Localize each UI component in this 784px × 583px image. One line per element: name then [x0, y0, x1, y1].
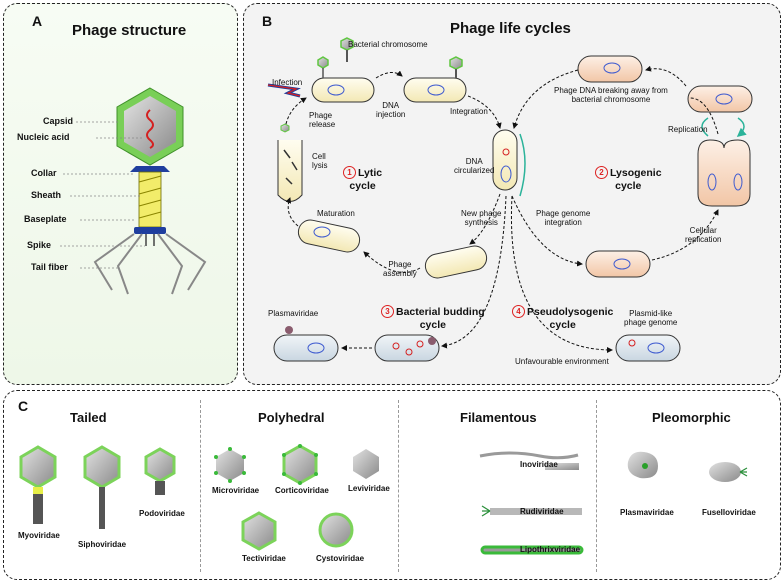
step-plasmaviridae: Plasmaviridae — [268, 309, 319, 318]
label-nucleic-acid: Nucleic acid — [17, 132, 70, 142]
family-fuselloviridae: Fuselloviridae — [702, 508, 756, 517]
step-bacterial-chromosome: Bacterial chromosome — [348, 40, 428, 49]
step-new-phage-synthesis: New phage synthesis — [461, 209, 502, 228]
family-myoviridae: Myoviridae — [18, 531, 60, 540]
step-phage-dna-breaking: Phage DNA breaking away from bacterial c… — [554, 86, 668, 105]
life-cycle-arrows — [285, 65, 719, 353]
group-title-polyhedral: Polyhedral — [258, 410, 325, 425]
tailed-virions — [19, 445, 176, 529]
family-lipothrixviridae: Lipothrixviridae — [520, 545, 581, 554]
step-phage-genome-integration: Phage genome integration — [536, 209, 591, 228]
lytic-cycle-cells — [277, 77, 518, 279]
family-rudiviridae: Rudiviridae — [520, 507, 564, 516]
panel-a-title: Phage structure — [72, 22, 187, 39]
panel-a — [3, 3, 238, 385]
family-podoviridae: Podoviridae — [139, 509, 185, 518]
group-title-tailed: Tailed — [70, 410, 107, 425]
label-capsid: Capsid — [43, 116, 74, 126]
lysogenic-cycle-cells — [577, 55, 753, 278]
family-cystoviridae: Cystoviridae — [316, 554, 365, 563]
family-inoviridae: Inoviridae — [520, 460, 558, 469]
label-baseplate: Baseplate — [24, 214, 67, 224]
panel-a-label: A — [32, 13, 43, 29]
lytic-cycle-phages — [267, 37, 463, 185]
phage-structure-illustration — [93, 87, 207, 295]
lytic-number: 1 — [343, 166, 356, 179]
pleomorphic-virions — [627, 451, 748, 482]
filamentous-virions — [479, 451, 584, 555]
family-tectiviridae: Tectiviridae — [242, 554, 286, 563]
step-cellular-replication: Cellular replication — [685, 226, 722, 245]
step-dna-circularized: DNA circularized — [454, 157, 495, 176]
panel-b-title: Phage life cycles — [450, 20, 571, 37]
label-collar: Collar — [31, 168, 57, 178]
step-maturation: Maturation — [317, 209, 355, 218]
step-phage-assembly: Phage assembly — [383, 260, 417, 279]
group-divider — [200, 400, 201, 572]
step-infection: Infection — [272, 78, 303, 87]
pseudolysogenic-number: 4 — [512, 305, 525, 318]
budding-cycle-cells — [273, 326, 681, 362]
family-leviviridae: Leviviridae — [348, 484, 390, 493]
group-divider — [596, 400, 597, 572]
step-dna-injection: DNA injection — [376, 101, 406, 120]
family-corticoviridae: Corticoviridae — [275, 486, 329, 495]
step-unfavourable-environment: Unfavourable environment — [515, 357, 609, 366]
label-tail-fiber: Tail fiber — [31, 262, 68, 272]
lysogenic-number: 2 — [595, 166, 608, 179]
family-siphoviridae: Siphoviridae — [78, 540, 127, 549]
step-integration: Integration — [450, 107, 488, 116]
group-title-filamentous: Filamentous — [460, 410, 537, 425]
family-plasmaviridae: Plasmaviridae — [620, 508, 674, 517]
group-divider — [398, 400, 399, 572]
structure-leader-lines — [60, 121, 145, 269]
step-replication: Replication — [668, 125, 708, 134]
panel-c — [3, 390, 781, 580]
label-sheath: Sheath — [31, 190, 62, 200]
budding-number: 3 — [381, 305, 394, 318]
step-phage-release: Phage release — [309, 111, 336, 130]
family-microviridae: Microviridae — [212, 486, 260, 495]
panel-b-label: B — [262, 13, 273, 29]
panel-b — [243, 3, 781, 385]
step-plasmid-like-genome: Plasmid-like phage genome — [624, 309, 678, 328]
group-title-pleomorphic: Pleomorphic — [652, 410, 731, 425]
label-spike: Spike — [27, 240, 52, 250]
step-cell-lysis: Cell lysis — [312, 152, 328, 171]
panel-c-label: C — [18, 398, 29, 414]
polyhedral-virions — [214, 444, 379, 551]
